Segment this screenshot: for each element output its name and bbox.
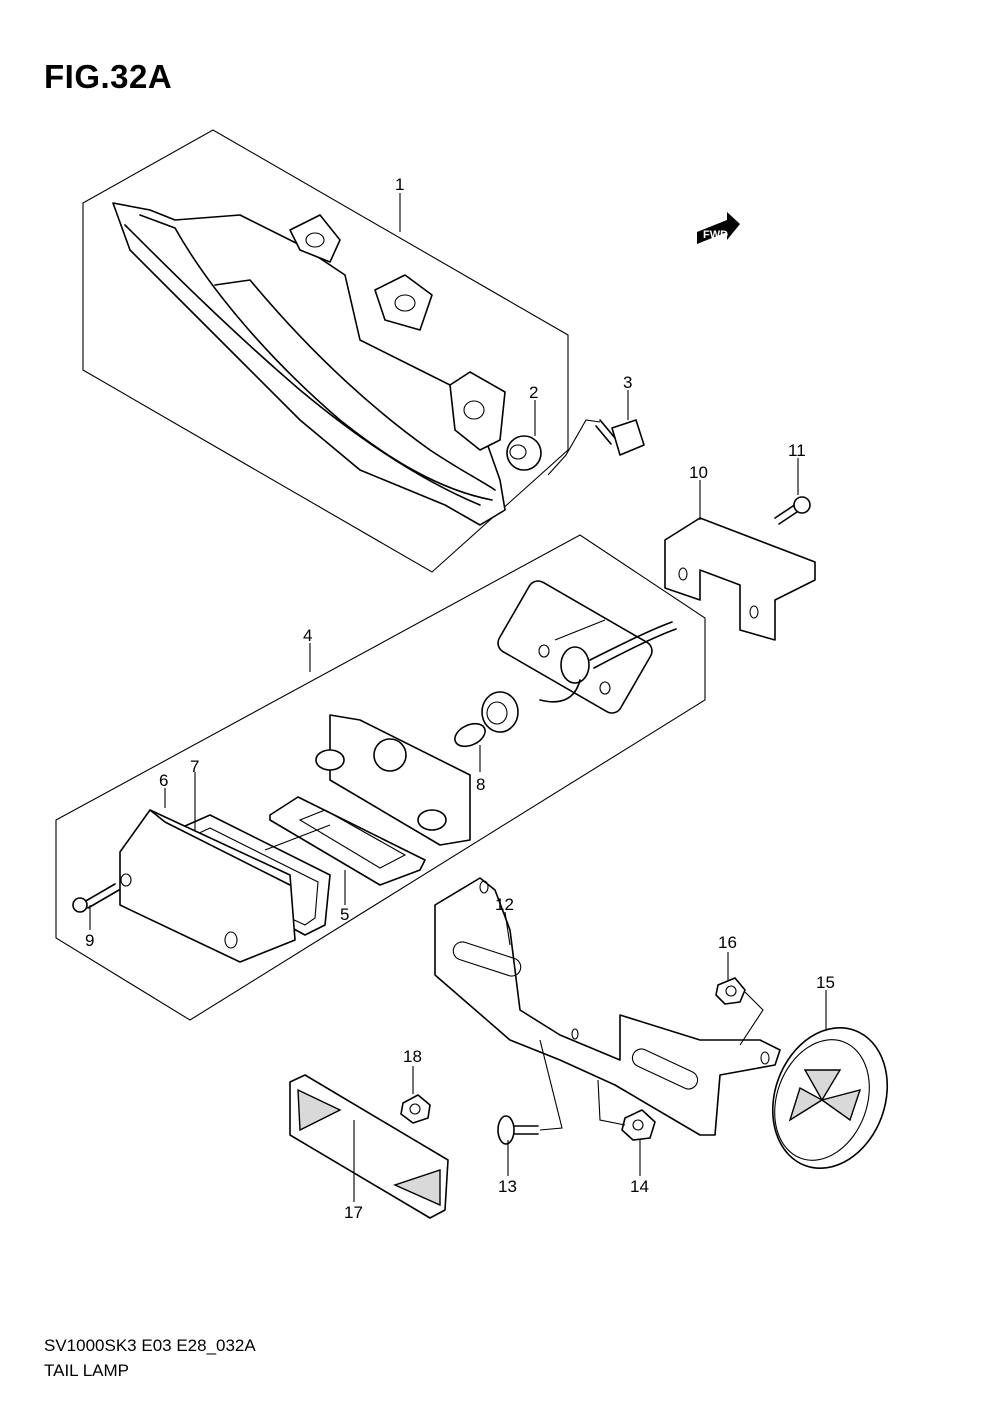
figure-caption: TAIL LAMP (44, 1361, 130, 1380)
callout-1: 1 (395, 175, 404, 194)
callout-12: 12 (495, 895, 514, 914)
leader-lines (89, 193, 827, 1202)
callout-4: 4 (303, 626, 312, 645)
callout-2: 2 (529, 383, 538, 402)
callout-15: 15 (816, 973, 835, 992)
callout-11: 11 (788, 441, 806, 460)
callout-14: 14 (630, 1177, 649, 1196)
nut-14-icon (621, 1109, 656, 1141)
callout-9: 9 (85, 931, 94, 950)
fwd-label: FWD (703, 229, 728, 241)
callout-18: 18 (403, 1047, 422, 1066)
license-lamp-assembly-group (55, 534, 706, 1021)
callout-3: 3 (623, 373, 632, 392)
bolt-13-icon (497, 1115, 539, 1145)
callout-labels: 1 2 3 4 5 6 7 8 9 10 11 12 13 14 15 16 1… (85, 175, 835, 1222)
nut-16-icon (715, 977, 746, 1005)
callout-10: 10 (689, 463, 708, 482)
fwd-arrow-icon: FWD (697, 212, 740, 244)
bracket-12 (434, 877, 781, 1136)
figure-title: FIG.32A (44, 58, 173, 95)
screw-9-icon (72, 883, 120, 913)
callout-13: 13 (498, 1177, 517, 1196)
nut-18-icon (400, 1094, 431, 1124)
callout-5: 5 (340, 905, 349, 924)
callout-8: 8 (476, 775, 485, 794)
bracket-10 (664, 517, 816, 641)
callout-7: 7 (190, 757, 199, 776)
round-reflector-15 (771, 1026, 889, 1170)
callout-6: 6 (159, 771, 168, 790)
screw-11-icon (774, 496, 811, 525)
rect-reflector-17 (289, 1074, 449, 1219)
bolt-3-icon (595, 419, 645, 456)
tail-lamp-assembly-group (82, 129, 645, 573)
model-code: SV1000SK3 E03 E28_032A (44, 1336, 256, 1355)
callout-16: 16 (718, 933, 737, 952)
callout-17: 17 (344, 1203, 363, 1222)
